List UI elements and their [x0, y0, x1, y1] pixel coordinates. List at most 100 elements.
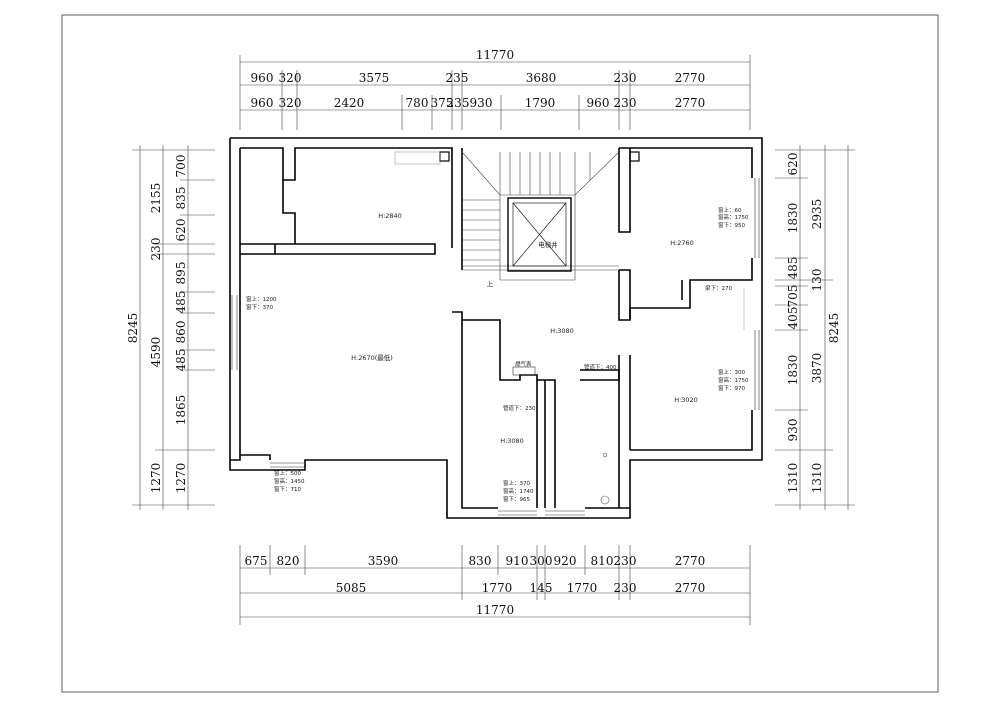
note-win-left-bottom: 窗下：370: [246, 303, 273, 311]
walls: [229, 137, 763, 519]
label-bedroom-e-height: H:3020: [674, 396, 698, 404]
dim-top-r1: 2770: [675, 71, 706, 85]
dim-left-inner: 835: [174, 187, 188, 210]
gas-meter-icon: [512, 366, 536, 376]
dim-right-inner: 1830: [786, 355, 800, 386]
dim-bottom-r1: 810: [591, 554, 614, 568]
elevator-shaft: [507, 197, 572, 272]
label-living-height: H:2670(最低): [351, 353, 393, 362]
dim-top-r2: 235: [447, 96, 470, 110]
dim-top-r1: 960: [251, 71, 274, 85]
dim-top-r2: 320: [279, 96, 302, 110]
dim-bottom-r1: 2770: [675, 554, 706, 568]
dim-left-mid: 1270: [149, 463, 163, 494]
dim-bottom-r1: 300: [530, 554, 553, 568]
dim-bottom-total: 11770: [476, 603, 514, 617]
dim-left-inner: 895: [174, 262, 188, 285]
label-hall-height: H:3080: [550, 327, 574, 335]
dim-left-inner: 1865: [174, 395, 188, 426]
dim-top-r2: 960: [251, 96, 274, 110]
note-gas-meter: 燃气表: [515, 360, 532, 368]
dim-right-inner: 1830: [786, 203, 800, 234]
dim-top-r2: 780: [406, 96, 429, 110]
dim-right-inner: 930: [786, 419, 800, 442]
label-bedroom-ne-height: H:2760: [670, 239, 694, 247]
dim-bottom-r2: 2770: [675, 581, 706, 595]
note-win-ne-height: 窗高：1750: [718, 213, 749, 221]
dim-right-inner: 620: [786, 153, 800, 176]
dim-left-inner: 700: [174, 155, 188, 178]
dim-left-inner: 860: [174, 321, 188, 344]
label-bath-height: H:3080: [500, 437, 524, 445]
dim-top-r1: 320: [279, 71, 302, 85]
dim-left-inner: 485: [174, 349, 188, 372]
dim-right-mid: 1310: [810, 463, 824, 494]
left-dimensions: 8245 2155 4590 1270 700 835 620 230 895 …: [126, 145, 215, 510]
label-bedroom-nw-height: H:2840: [378, 212, 402, 220]
note-win-bath-height: 窗高：1740: [503, 487, 534, 495]
dim-bottom-r2: 1770: [482, 581, 513, 595]
dim-bottom-r1: 920: [554, 554, 577, 568]
dim-bottom-r1: 820: [277, 554, 300, 568]
dim-top-r2: 230: [614, 96, 637, 110]
note-win-bottom-bottom: 窗下：710: [274, 485, 301, 493]
dim-bottom-r1: 910: [506, 554, 529, 568]
stairs: [461, 151, 620, 281]
dim-right-inner: 130: [810, 269, 824, 292]
dim-right-inner: 405: [786, 307, 800, 330]
floor-drain-icon: [602, 452, 608, 458]
dim-top-r2: 930: [470, 96, 493, 110]
dim-right-inner: 1310: [786, 463, 800, 494]
window-notes: 窗上：1200 窗下：370 窗上：500 窗高：1450 窗下：710 窗上：…: [246, 206, 749, 503]
dim-top-r2: 2420: [334, 96, 365, 110]
toilet-icon: [600, 495, 610, 505]
label-stair-up: 上: [487, 279, 494, 288]
dim-right-total: 8245: [827, 313, 841, 344]
note-win-bath-bottom: 窗下：965: [503, 495, 530, 503]
top-dimensions: 11770 960 320 3575 235 3680 230 2770 960…: [239, 48, 751, 130]
dim-bottom-r1: 675: [245, 554, 268, 568]
note-win-ne-bottom: 窗下：950: [718, 221, 745, 229]
note-pipe-400: 管道下：400: [584, 363, 617, 371]
dim-top-r2: 960: [587, 96, 610, 110]
dim-bottom-r2: 1770: [567, 581, 598, 595]
room-labels: H:2840 电梯井 上 H:3080 H:2670(最低) H:2760 H:…: [351, 212, 698, 445]
note-win-ne-top: 窗上：60: [718, 206, 742, 214]
dim-right-mid: 3870: [810, 353, 824, 384]
dim-bottom-r2: 145: [530, 581, 553, 595]
dim-left-inner: 620: [174, 219, 188, 242]
note-win-bottom-height: 窗高：1450: [274, 477, 305, 485]
dim-left-inner: 230: [149, 238, 163, 261]
dim-bottom-r1: 3590: [368, 554, 399, 568]
dim-bottom-r1: 230: [614, 554, 637, 568]
dim-left-inner: 485: [174, 291, 188, 314]
dim-top-r1: 235: [446, 71, 469, 85]
dim-left-mid: 4590: [149, 337, 163, 368]
dim-bottom-r1: 830: [469, 554, 492, 568]
right-dimensions: 8245 2935 3870 1310 620 1830 485 130 705…: [775, 145, 855, 510]
dim-left-inner: 1270: [174, 463, 188, 494]
note-beam-e: 梁下：270: [705, 284, 732, 292]
dim-left-mid: 2155: [149, 183, 163, 214]
dim-top-r1: 3575: [359, 71, 390, 85]
dim-top-r2: 375: [431, 96, 454, 110]
dim-right-inner: 705: [786, 285, 800, 308]
dim-top-r1: 3680: [526, 71, 557, 85]
dim-top-total: 11770: [476, 48, 514, 62]
dim-top-r2: 2770: [675, 96, 706, 110]
dim-left-total: 8245: [126, 313, 140, 344]
sheet-border: [61, 14, 939, 693]
note-win-bath-top: 窗上：370: [503, 479, 530, 487]
label-elevator: 电梯井: [538, 240, 558, 249]
dim-top-r1: 230: [614, 71, 637, 85]
note-win-e-bottom: 窗下：970: [718, 384, 745, 392]
fixtures: [231, 151, 760, 516]
dim-top-r2: 1790: [525, 96, 556, 110]
note-win-e-top: 窗上：300: [718, 368, 745, 376]
dim-bottom-r2: 5085: [336, 581, 367, 595]
dim-bottom-r2: 230: [614, 581, 637, 595]
bottom-dimensions: 675 820 3590 830 910 300 920 810 230 277…: [239, 545, 751, 625]
dim-right-inner: 485: [786, 257, 800, 280]
note-pipe-230: 管道下：230: [503, 404, 536, 412]
